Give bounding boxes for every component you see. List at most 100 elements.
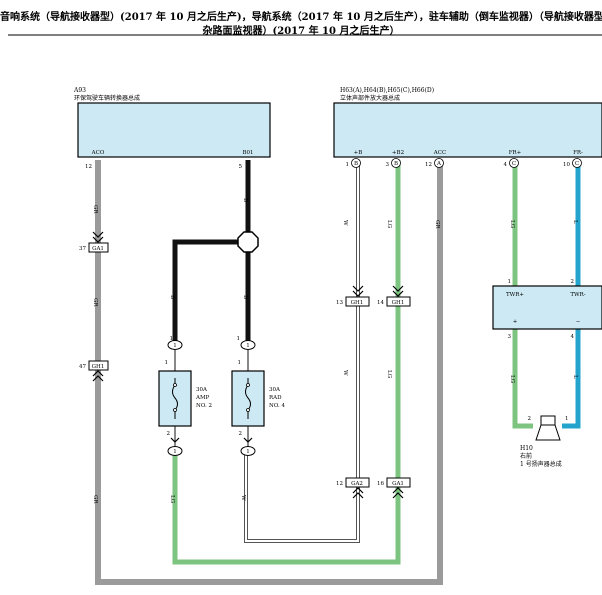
fuse-amp-top-conn-label: 1 [173, 343, 177, 349]
twr-pin-2: 2 [571, 279, 575, 285]
wire-label-lg-2: LG [386, 220, 392, 228]
h63-pin-num-1: 1 [346, 162, 350, 168]
wire-lg-b2 [172, 160, 401, 565]
twr-pin-1: 1 [508, 279, 512, 285]
h63-pin-let-b1: B [354, 161, 358, 167]
wire-label-w-1: W [240, 495, 246, 501]
fuse-rad-arrow-icon [243, 437, 253, 443]
diagram-title-line1: 音响系统（导航接收器型）(2017 年 10 月之后生产)，导航系统（2017 … [0, 12, 602, 23]
ga1-bot-label: GA1 [392, 481, 404, 487]
a93-pin-num-5: 5 [239, 164, 243, 170]
wire-label-gr-2: GR [92, 298, 98, 307]
twr-pin-4: 4 [571, 334, 575, 340]
a93-box [77, 102, 271, 158]
gh1-a-chevron-icon [352, 285, 364, 297]
gh1-a-num: 13 [336, 300, 343, 306]
fuse-rad-bot-conn-label: 1 [246, 449, 250, 455]
h63-code: H63(A),H64(B),H65(C),H66(D) [340, 87, 434, 94]
ga2-box [345, 477, 370, 488]
wire-label-b-2: B [242, 295, 248, 299]
wire-l-twr-speaker [562, 328, 581, 429]
twr-pos-label: TWR+ [506, 292, 524, 298]
speaker-icon [535, 415, 561, 441]
fuse-rad-pin-1: 1 [238, 360, 242, 366]
ga1-top-box [88, 242, 109, 253]
h63-pin-b: +B [354, 150, 363, 156]
wire-lg-twr-speaker [512, 328, 533, 429]
h10-location: 右前 [520, 452, 532, 460]
gh1-left-chevron-icon [92, 370, 104, 382]
h63-pin-num-4: 4 [504, 162, 508, 168]
gh1-b-label: GH1 [392, 300, 405, 306]
diagram-title-line2: 杂路面监视器）(2017 年 10 月之后生产） [202, 26, 400, 37]
fuse-rad-dot-top [246, 383, 250, 387]
h63-pin-frp: FR+ [509, 150, 522, 156]
fuse-rad-top-conn-label: 1 [246, 343, 250, 349]
h10-code: H10 [520, 445, 533, 452]
fuse-amp-top-connector [167, 340, 183, 350]
wire-label-w-3: W [342, 370, 348, 376]
gh1-a-box [345, 296, 370, 307]
twr-neg-label: TWR- [570, 292, 585, 298]
h63-pin-let-c4: C [512, 161, 516, 167]
gh1-left-box [88, 360, 109, 371]
ga2-chevron-icon [352, 487, 364, 499]
wire-label-l-2: L [572, 375, 578, 379]
h10-pin-1: 1 [565, 416, 569, 422]
h63-pin-frp-conn [509, 158, 519, 168]
wire-label-lg-1: LG [169, 495, 175, 503]
ga2-num: 12 [336, 481, 343, 487]
h63-pin-let-a12: A [436, 161, 442, 167]
h63-pin-let-c10: C [575, 161, 579, 167]
wire-w-b-fill [245, 160, 359, 542]
fuse-rad-pin-top-label: 1 [237, 336, 241, 342]
h10-name: 1 号扬声器总成 [520, 460, 562, 468]
h63-pin-num-10: 10 [563, 162, 570, 168]
gh1-b-box [386, 296, 411, 307]
h63-pin-acc-conn [434, 158, 444, 168]
fuse-amp-arrow-icon [170, 437, 180, 443]
fuse-amp-dot-bot [173, 408, 177, 412]
fuse-rad-bot-connector [240, 446, 256, 456]
wire-label-gr-4: GR [434, 220, 440, 229]
a93-pin-aco: ACO [91, 150, 105, 156]
fuse-rad-rating: 30A [269, 387, 281, 393]
twr-minus: − [576, 319, 581, 325]
fuse-rad-no: NO. 4 [269, 403, 285, 409]
wire-label-l-1: L [572, 220, 578, 224]
fuse-rad-top-connector [240, 340, 256, 350]
h63-pin-acc: ACC [433, 150, 446, 156]
ga2-label: GA2 [351, 481, 363, 487]
h63-pin-num-12: 12 [425, 162, 432, 168]
wire-label-b-3: B [169, 295, 175, 299]
fuse-amp-rating: 30A [196, 387, 208, 393]
h10-pin-2: 2 [528, 416, 532, 422]
twr-box [492, 285, 602, 330]
h63-pin-frm-conn [572, 158, 582, 168]
fuse-amp-bot-conn-label: 1 [173, 449, 177, 455]
ga1-bot-num: 16 [377, 481, 384, 487]
fuse-amp-name: AMP [195, 395, 210, 401]
gh1-left-num: 47 [79, 364, 86, 370]
ga1-top-chevron-icon [92, 231, 104, 243]
gh1-b-chevron-icon [392, 285, 404, 297]
wire-label-b-1: B [242, 198, 248, 202]
a93-code: A93 [73, 87, 86, 94]
h63-pin-num-3: 3 [386, 162, 390, 168]
a93-pin-num-12: 12 [85, 164, 92, 170]
wire-b-amp-branch [172, 239, 248, 345]
fuse-rad-dot-bot [246, 408, 250, 412]
twr-pin-3: 3 [508, 334, 512, 340]
fuse-rad-symbol [245, 378, 251, 419]
fuse-amp-bot-connector [167, 446, 183, 456]
wire-label-w-2: W [342, 220, 348, 226]
a93-name: 环保驾驶车辆转换器总成 [74, 94, 140, 102]
fuse-rad-pin-2: 2 [239, 431, 243, 437]
h63-pin-let-b3: B [394, 161, 398, 167]
h63-pin-b2-conn [391, 158, 401, 168]
fuse-amp-pin-1: 1 [165, 360, 169, 366]
twr-plus: + [513, 319, 518, 325]
fuse-amp-pin-2: 2 [167, 431, 171, 437]
